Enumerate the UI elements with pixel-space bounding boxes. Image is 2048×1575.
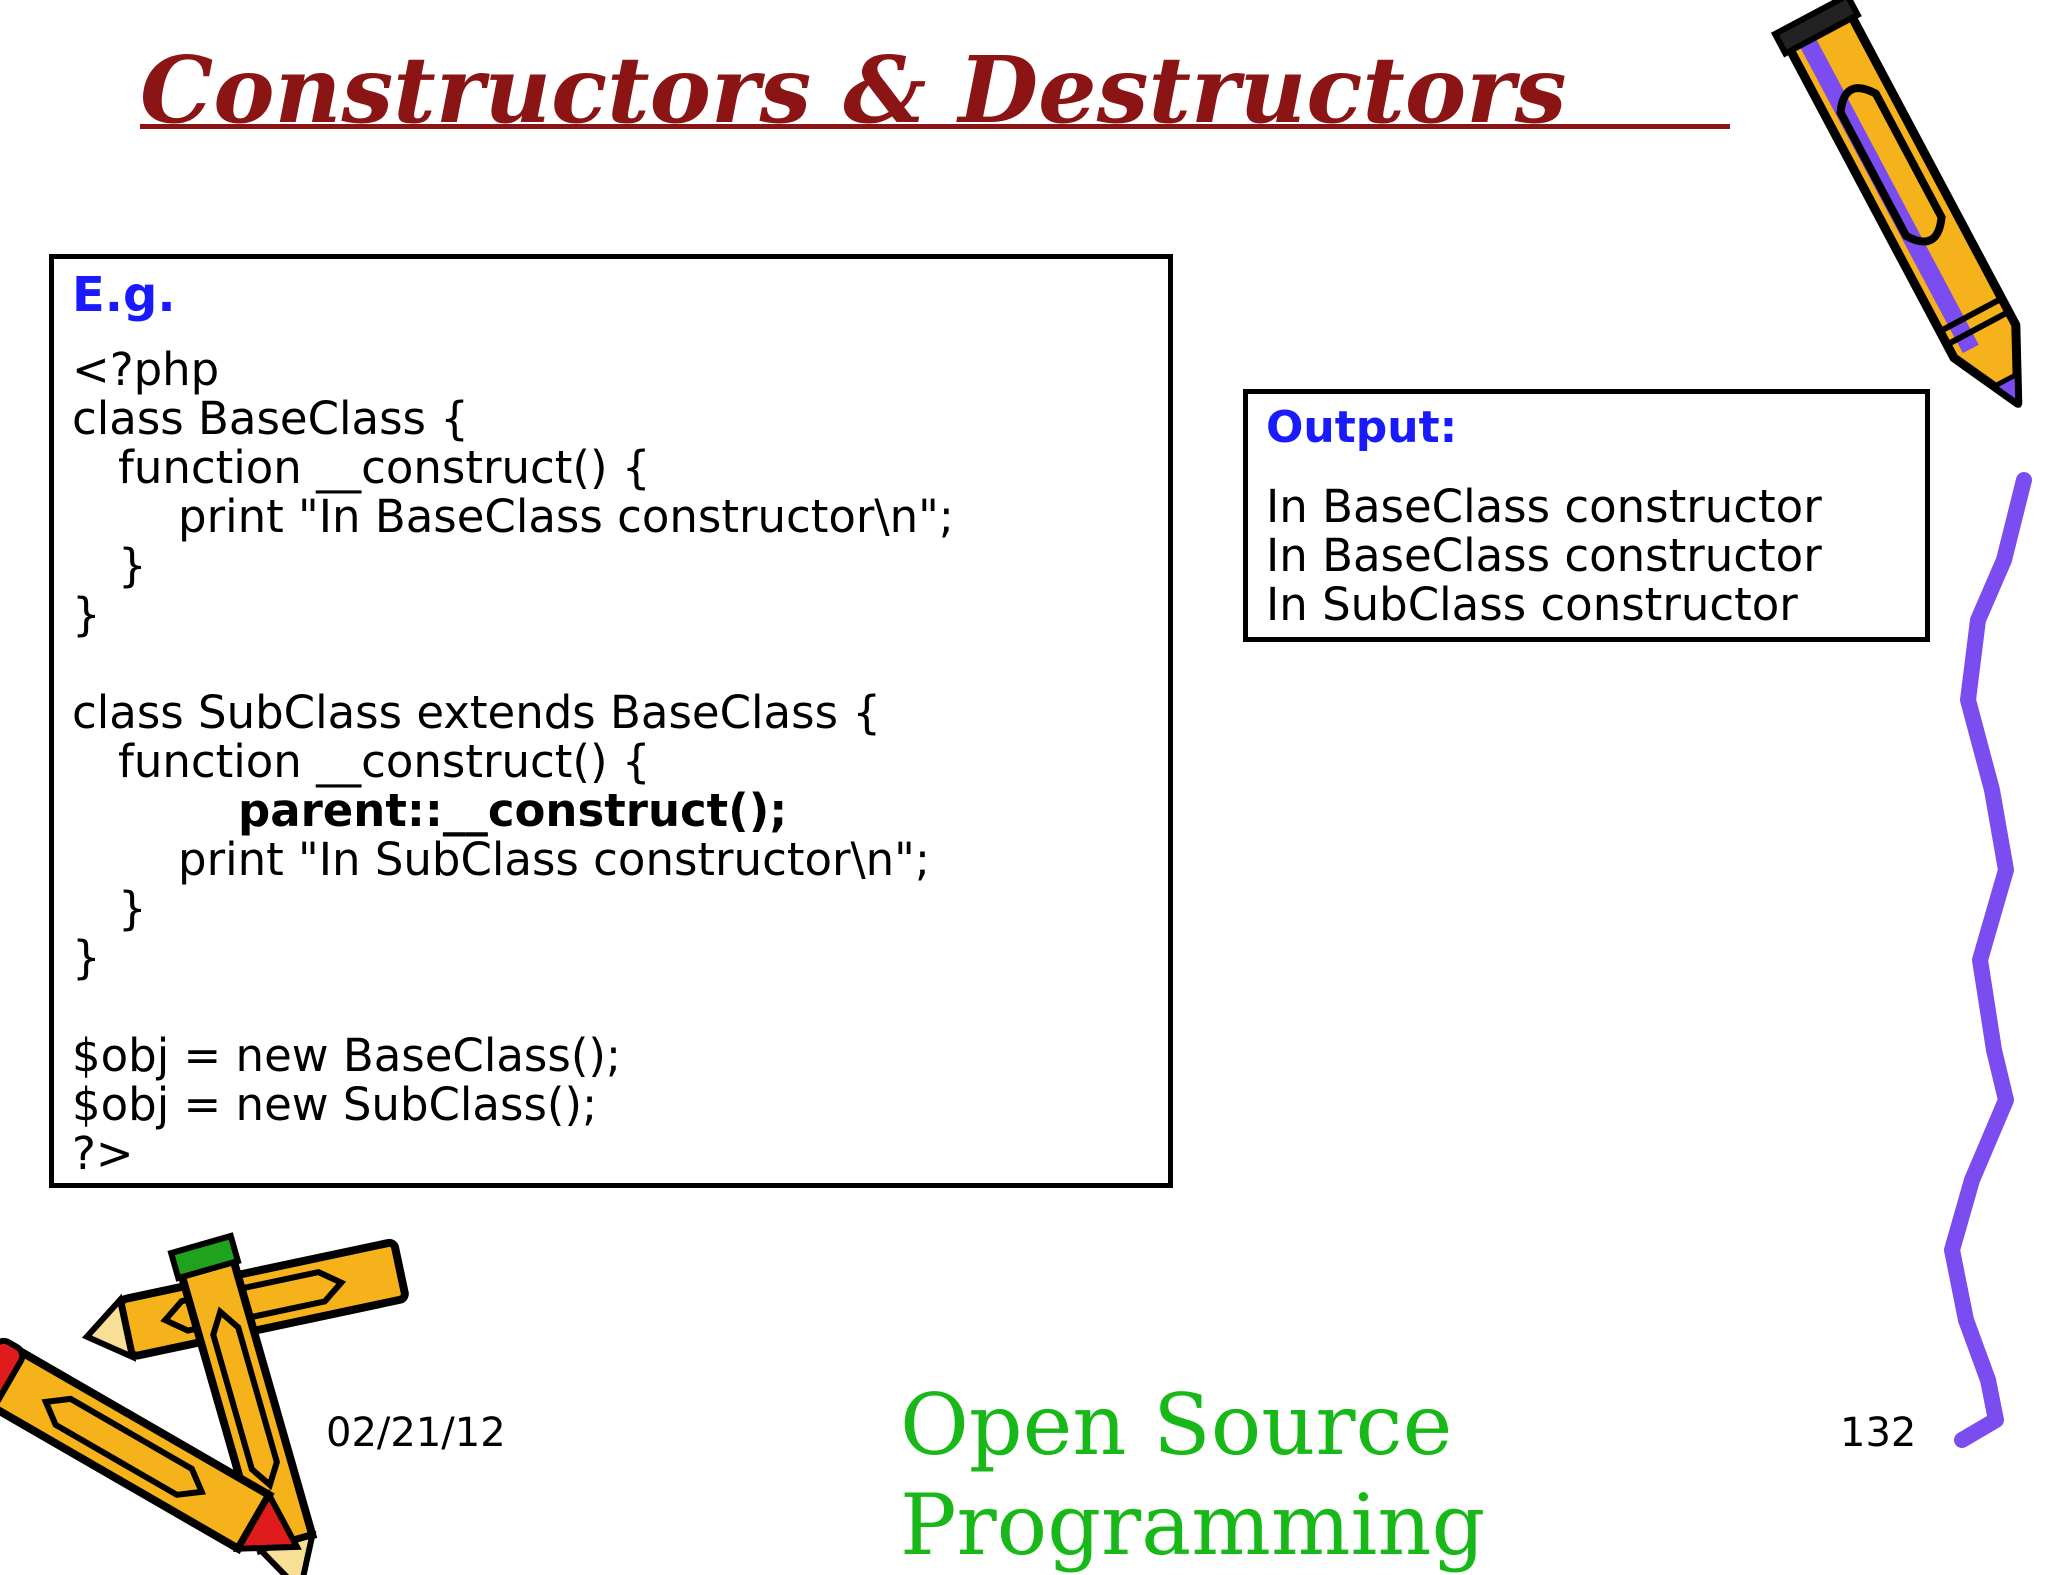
code-line: ?>	[72, 1127, 134, 1180]
code-line: }	[118, 539, 147, 592]
code-line: print "In SubClass constructor\n";	[178, 833, 931, 886]
footer-course-title: Open Source Programming	[900, 1376, 1486, 1574]
output-line: In BaseClass constructor	[1266, 480, 1822, 533]
example-label: E.g.	[72, 267, 176, 323]
code-line: <?php	[72, 343, 220, 396]
title-underline	[140, 124, 1730, 129]
code-line: $obj = new BaseClass();	[72, 1029, 622, 1082]
output-lines: In BaseClass constructor In BaseClass co…	[1266, 482, 1822, 629]
slide-title: Constructors & Destructors	[140, 36, 1567, 144]
code-line: print "In BaseClass constructor\n";	[178, 490, 954, 543]
code-line: }	[118, 882, 147, 935]
footer-date: 02/21/12	[326, 1410, 506, 1456]
code-line: class BaseClass {	[72, 392, 469, 445]
code-line	[72, 639, 954, 688]
code-line	[72, 982, 954, 1031]
page-number: 132	[1840, 1410, 1917, 1456]
code-line: parent::__construct();	[238, 784, 788, 837]
output-line: In BaseClass constructor	[1266, 529, 1822, 582]
code-line: }	[72, 588, 101, 641]
code-line: function __construct() {	[118, 441, 651, 494]
code-line: $obj = new SubClass();	[72, 1078, 598, 1131]
output-box: Output: In BaseClass constructor In Base…	[1243, 389, 1930, 642]
output-line: In SubClass constructor	[1266, 578, 1798, 631]
code-line: class SubClass extends BaseClass {	[72, 686, 881, 739]
code-line: }	[72, 931, 101, 984]
code-line: function __construct() {	[118, 735, 651, 788]
output-label: Output:	[1266, 402, 1458, 453]
